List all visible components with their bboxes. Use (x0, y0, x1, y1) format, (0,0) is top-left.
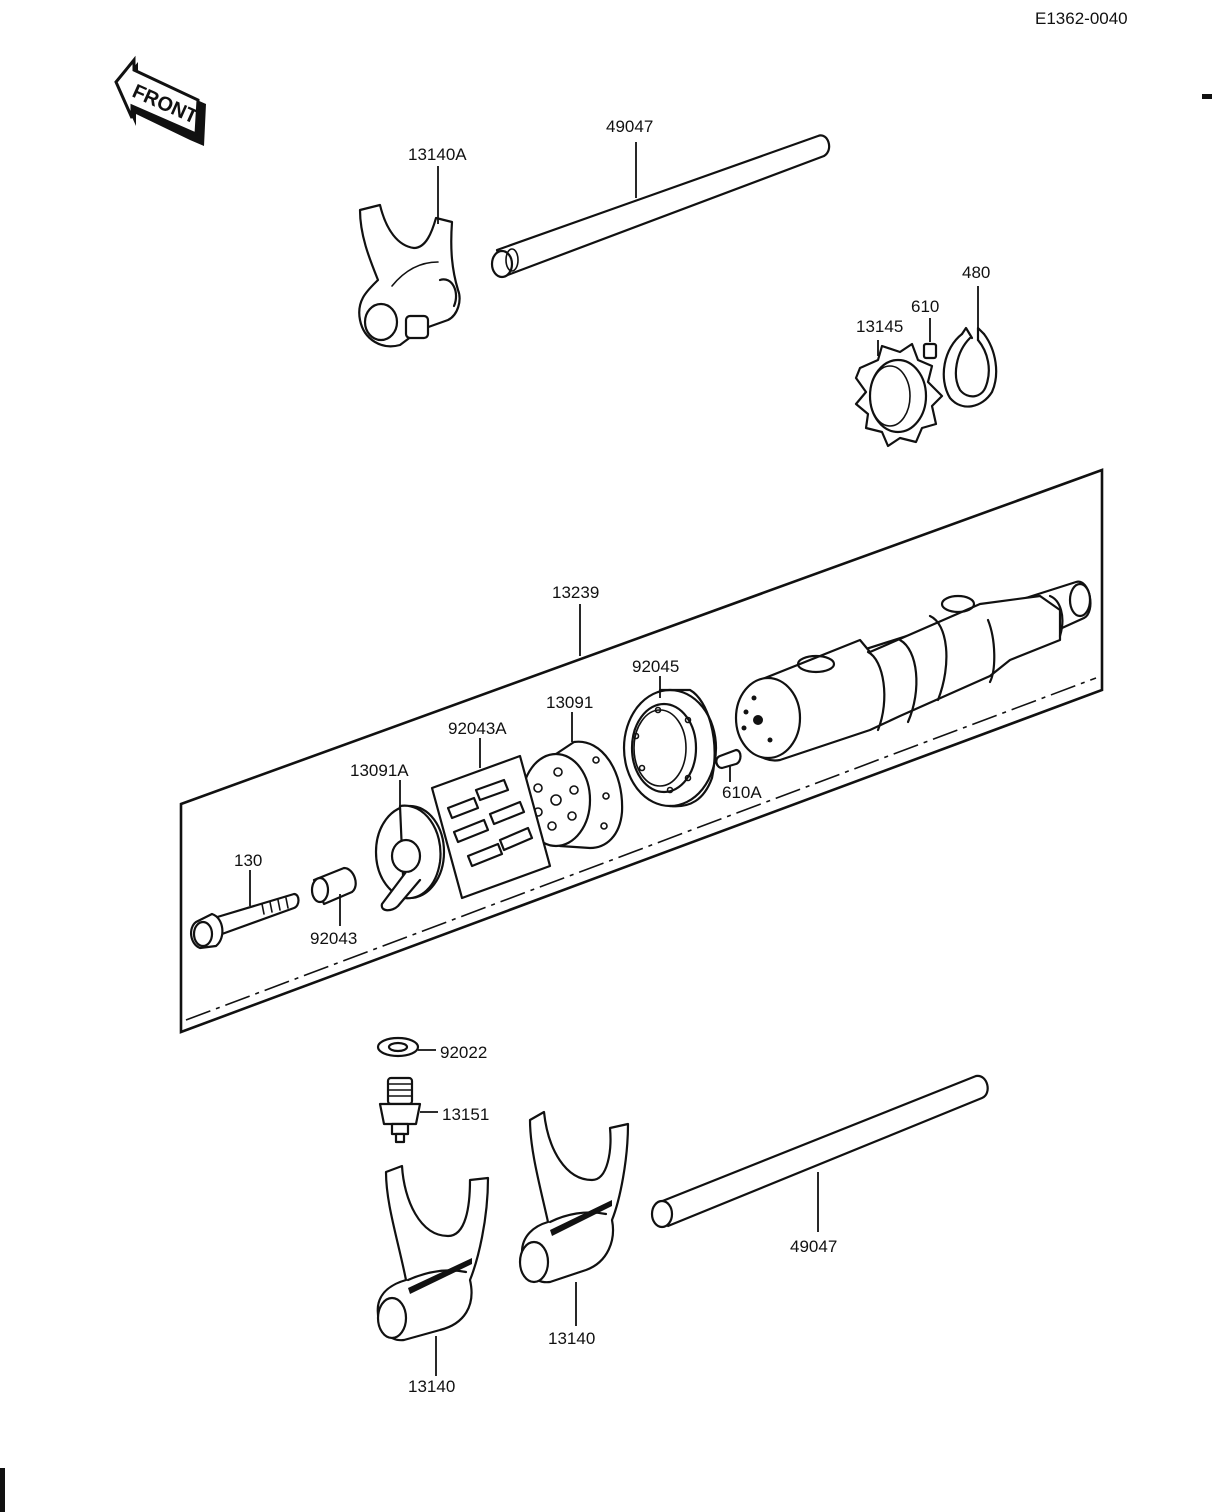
assembly-box-13239 (179, 468, 1104, 1034)
diagram-code: E1362-0040 (1035, 9, 1128, 28)
shift-fork-13140-low (376, 1164, 490, 1342)
bearing-92045 (622, 688, 718, 808)
label-13140-mid: 13140 (548, 1329, 595, 1348)
label-610a: 610A (722, 783, 762, 802)
label-92022: 92022 (440, 1043, 487, 1062)
collar-92043 (310, 866, 357, 906)
label-13140a: 13140A (408, 145, 467, 164)
label-49047-upper: 49047 (606, 117, 653, 136)
washer-92022 (376, 1036, 420, 1058)
edge-mark (0, 1468, 5, 1512)
label-13145: 13145 (856, 317, 903, 336)
label-13140-low: 13140 (408, 1377, 455, 1396)
label-130: 130 (234, 851, 262, 870)
label-92043: 92043 (310, 929, 357, 948)
assembly-axis (185, 677, 1097, 1021)
label-13091a: 13091A (350, 761, 409, 780)
label-13151: 13151 (442, 1105, 489, 1124)
shift-fork-13140-mid (518, 1110, 630, 1284)
bolt-130 (190, 892, 300, 950)
shift-drum (734, 580, 1092, 762)
shift-rod-upper (490, 134, 831, 279)
label-480: 480 (962, 263, 990, 282)
label-610: 610 (911, 297, 939, 316)
shift-fork-13140a (358, 203, 461, 348)
front-arrow-icon: FRONT (114, 55, 206, 146)
circlip-480 (942, 326, 998, 408)
shift-rod-lower (650, 1074, 989, 1229)
label-92045: 92045 (632, 657, 679, 676)
label-92043a: 92043A (448, 719, 507, 738)
label-49047-lower: 49047 (790, 1237, 837, 1256)
pins-set-92043a (430, 754, 552, 900)
label-13091: 13091 (546, 693, 593, 712)
pin-610a (715, 748, 742, 770)
label-13239: 13239 (552, 583, 599, 602)
edge-mark (1202, 94, 1212, 99)
drum-plate-13145 (854, 342, 944, 448)
cam-13091a (374, 804, 446, 912)
pin-610 (922, 342, 938, 360)
neutral-switch-13151 (378, 1076, 422, 1144)
